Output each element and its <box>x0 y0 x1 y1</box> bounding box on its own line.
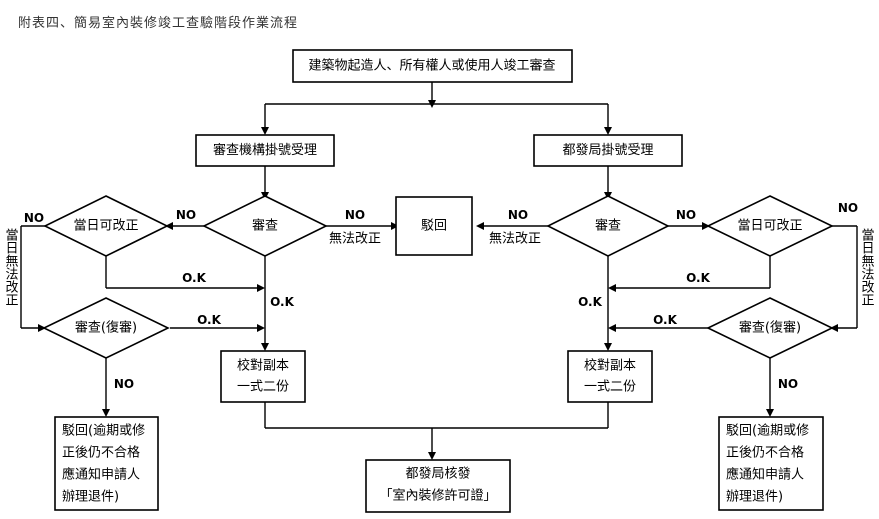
svg-text:正後仍不合格: 正後仍不合格 <box>726 445 804 461</box>
arrowheads <box>38 100 838 460</box>
label-no: NO <box>114 377 134 391</box>
left-copy-box: 校對副本 一式二份 <box>220 350 306 403</box>
svg-text:審查(復審): 審查(復審) <box>739 320 801 336</box>
label-no: NO <box>676 208 696 222</box>
svg-text:正後仍不合格: 正後仍不合格 <box>62 445 140 461</box>
page-title: 附表四、簡易室內裝修竣工查驗階段作業流程 <box>18 16 299 31</box>
label-ok: O.K <box>653 313 677 327</box>
svg-text:當日可改正: 當日可改正 <box>737 219 802 234</box>
issue-permit-box: 都發局核發 「室內裝修許可證」 <box>365 459 511 513</box>
svg-text:「室內裝修許可證」: 「室內裝修許可證」 <box>379 488 496 504</box>
svg-text:校對副本: 校對副本 <box>584 358 636 374</box>
left-register-box: 審查機構掛號受理 <box>195 134 335 167</box>
vertical-label-sameday-cannot-correct: 當日無法改正 <box>3 228 19 306</box>
left-review-diamond: 審查 <box>202 195 328 257</box>
left-sameday-diamond: 當日可改正 <box>43 195 169 257</box>
svg-text:校對副本: 校對副本 <box>237 358 289 374</box>
label-ok: O.K <box>578 295 602 309</box>
label-ok: O.K <box>182 271 206 285</box>
label-no: NO <box>508 208 528 222</box>
right-sameday-diamond: 當日可改正 <box>706 195 834 257</box>
center-reject-box: 駁回 <box>395 196 473 256</box>
side-label-left: 當日無法改正 <box>3 228 19 306</box>
edge-labels: NO 無法改正 NO 無法改正 NO NO NO NO NO NO O.K O.… <box>24 201 858 391</box>
svg-text:一式二份: 一式二份 <box>584 380 636 395</box>
svg-text:駁回: 駁回 <box>421 219 447 234</box>
svg-text:當日可改正: 當日可改正 <box>73 219 138 234</box>
label-no: NO <box>778 377 798 391</box>
right-review-diamond: 審查 <box>546 195 670 257</box>
svg-text:駁回(逾期或修: 駁回(逾期或修 <box>62 424 145 439</box>
start-box: 建築物起造人、所有權人或使用人竣工審查 <box>292 49 573 83</box>
label-no: NO <box>345 208 365 222</box>
svg-text:審查機構掛號受理: 審查機構掛號受理 <box>213 143 317 158</box>
right-register-box: 都發局掛號受理 <box>533 134 683 167</box>
label-ok: O.K <box>270 295 294 309</box>
svg-text:駁回(逾期或修: 駁回(逾期或修 <box>726 424 809 439</box>
label-cannot-correct: 無法改正 <box>329 232 381 247</box>
label-no: NO <box>24 211 44 225</box>
connectors <box>20 82 858 452</box>
svg-text:審查(復審): 審查(復審) <box>75 320 137 336</box>
svg-text:都發局核發: 都發局核發 <box>405 467 470 482</box>
label-no: NO <box>176 208 196 222</box>
svg-text:辦理退件): 辦理退件) <box>62 490 119 505</box>
svg-text:都發局掛號受理: 都發局掛號受理 <box>562 143 653 158</box>
svg-text:審查: 審查 <box>252 219 278 234</box>
label-no: NO <box>838 201 858 215</box>
side-label-right: 當日無法改正 <box>859 228 875 306</box>
right-final-reject-box: 駁回(逾期或修 正後仍不合格 應通知申請人 辦理退件) <box>718 416 824 511</box>
start-label: 建築物起造人、所有權人或使用人竣工審查 <box>308 58 555 74</box>
svg-text:辦理退件): 辦理退件) <box>726 490 783 505</box>
right-copy-box: 校對副本 一式二份 <box>567 350 653 403</box>
vertical-label-sameday-cannot-correct: 當日無法改正 <box>859 228 875 306</box>
svg-text:審查: 審查 <box>595 219 621 234</box>
svg-text:應通知申請人: 應通知申請人 <box>62 467 140 483</box>
right-rereview-diamond: 審查(復審) <box>706 297 834 359</box>
label-ok: O.K <box>686 271 710 285</box>
svg-text:一式二份: 一式二份 <box>237 380 289 395</box>
left-final-reject-box: 駁回(逾期或修 正後仍不合格 應通知申請人 辦理退件) <box>54 416 159 511</box>
label-ok: O.K <box>197 313 221 327</box>
svg-text:應通知申請人: 應通知申請人 <box>726 467 804 483</box>
left-rereview-diamond: 審查(復審) <box>42 297 170 359</box>
label-cannot-correct: 無法改正 <box>489 232 541 247</box>
